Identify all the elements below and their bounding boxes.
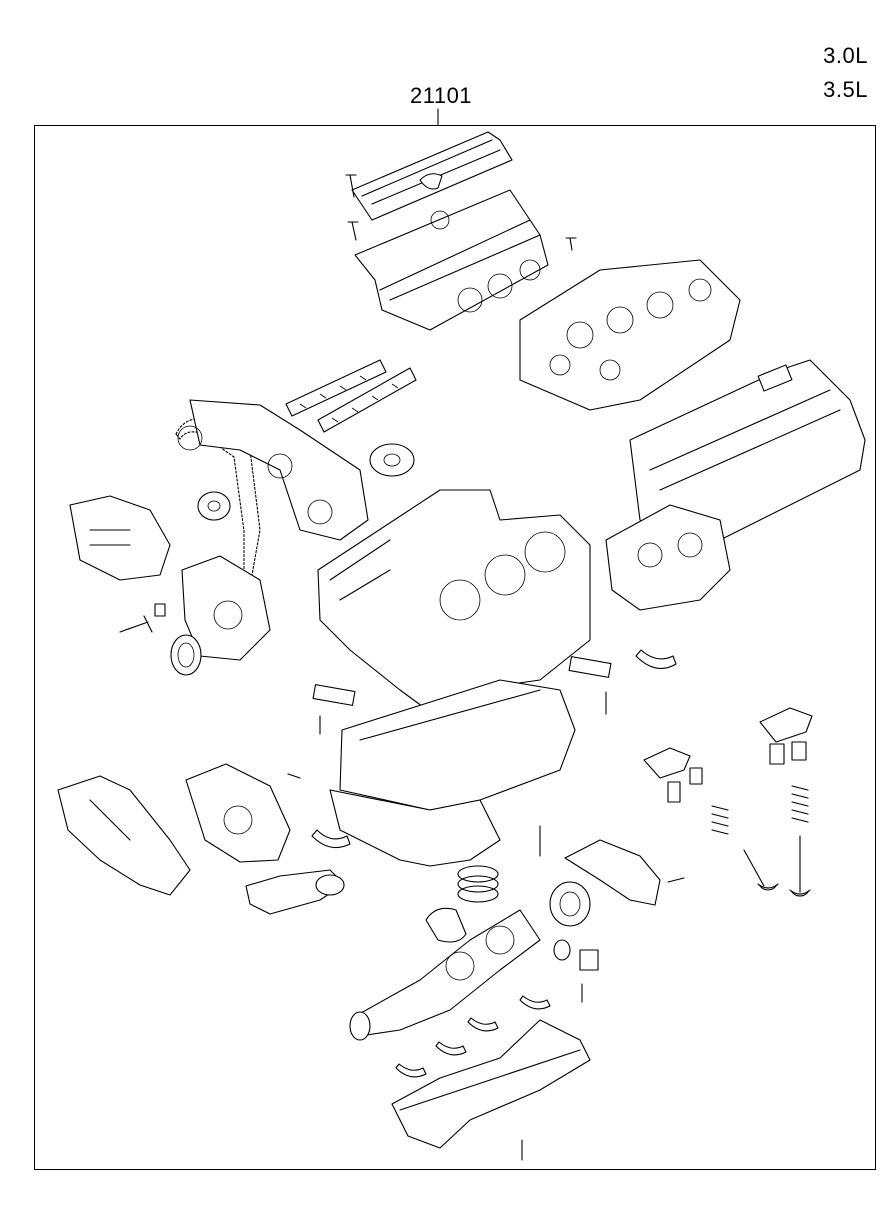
crankshaft[interactable] xyxy=(349,909,541,1041)
engine-displacement-label-2: 3.5L xyxy=(823,77,868,102)
bolts-top[interactable] xyxy=(345,174,577,251)
cylinder-head-right[interactable] xyxy=(354,189,549,331)
head-cover-right[interactable] xyxy=(351,131,513,221)
valve[interactable] xyxy=(743,835,811,897)
piston[interactable] xyxy=(425,907,467,943)
oil-strainer[interactable] xyxy=(245,869,345,915)
front-case[interactable] xyxy=(57,775,191,896)
valve-lifter[interactable] xyxy=(667,741,807,803)
head-gasket-right[interactable] xyxy=(519,259,741,411)
diagram-frame xyxy=(34,125,876,1170)
bolt-timing[interactable] xyxy=(119,603,166,633)
rocker-arm[interactable] xyxy=(643,707,813,779)
assembly-part-number: 21101 xyxy=(410,83,473,108)
small-bolts-mid[interactable] xyxy=(287,656,612,779)
timing-cover-lower[interactable] xyxy=(181,555,271,661)
camshaft-lower[interactable] xyxy=(317,367,417,433)
rear-seal-case[interactable] xyxy=(564,839,661,906)
oil-pump[interactable] xyxy=(185,763,291,863)
camshaft-upper[interactable] xyxy=(285,359,387,417)
piston-rings[interactable] xyxy=(457,865,499,903)
timing-cover-left[interactable] xyxy=(69,495,171,581)
rear-oil-seal[interactable] xyxy=(549,881,591,927)
idler-pulley[interactable] xyxy=(369,443,415,477)
bearing-cap-ladder[interactable] xyxy=(391,1019,591,1149)
valve-spring[interactable] xyxy=(711,785,809,835)
tensioner[interactable] xyxy=(197,491,231,521)
timing-cover-upper[interactable] xyxy=(177,399,369,541)
main-bearing-shells[interactable] xyxy=(311,649,677,1078)
front-oil-seal[interactable] xyxy=(170,634,202,676)
oil-pan-lower[interactable] xyxy=(329,789,501,867)
misc-bolts-lower[interactable] xyxy=(521,825,685,1161)
engine-displacement-label-1: 3.0L xyxy=(823,43,868,68)
head-gasket-left[interactable] xyxy=(605,504,731,611)
oil-pan-upper[interactable] xyxy=(339,679,576,811)
cylinder-block[interactable] xyxy=(317,489,591,713)
